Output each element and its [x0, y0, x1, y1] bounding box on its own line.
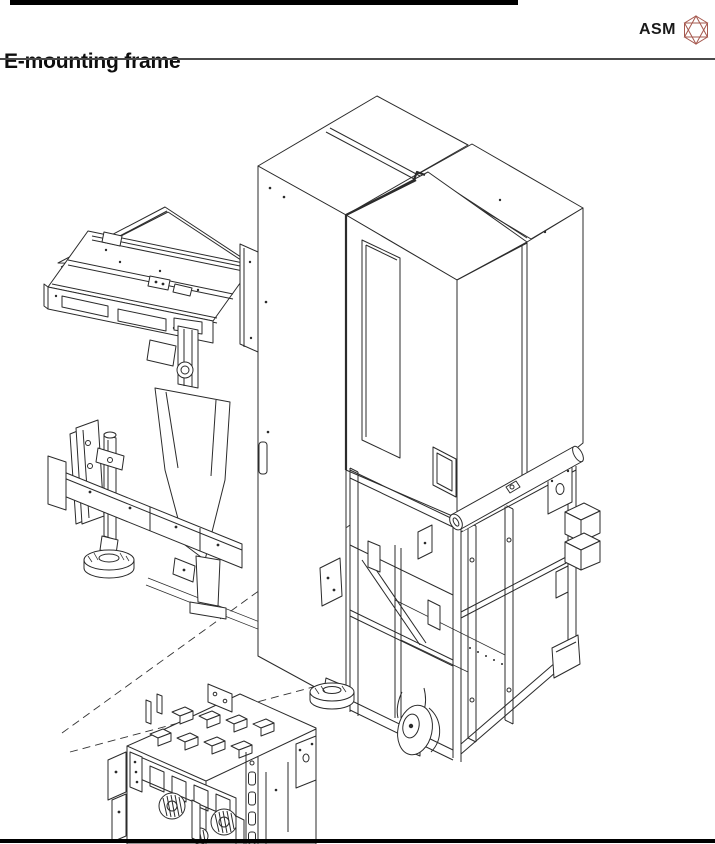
cabinet-window-slot — [361, 239, 401, 459]
header-rule — [0, 58, 715, 60]
feeder-blocks — [149, 706, 275, 759]
trolley-leveling-foot — [83, 535, 135, 579]
door-hinge — [258, 441, 268, 475]
asm-logo: ASM — [639, 15, 709, 45]
asm-logo-text: ASM — [638, 21, 676, 38]
asm-logo-icon — [683, 15, 709, 45]
bottom-rule-bar — [0, 839, 715, 843]
bottom-feeder-module — [107, 683, 317, 844]
base-frame — [309, 445, 601, 762]
connector-column — [245, 752, 259, 844]
feeder-trolley-module — [43, 206, 259, 620]
frame-leveling-foot — [309, 677, 355, 710]
handle-bar — [449, 445, 584, 531]
top-rule-bar — [10, 0, 518, 5]
page-title: E-mounting frame — [4, 50, 181, 74]
caster-wheel — [396, 687, 441, 756]
main-cabinet — [257, 95, 584, 705]
cabinet-handle-cutout — [432, 446, 457, 498]
